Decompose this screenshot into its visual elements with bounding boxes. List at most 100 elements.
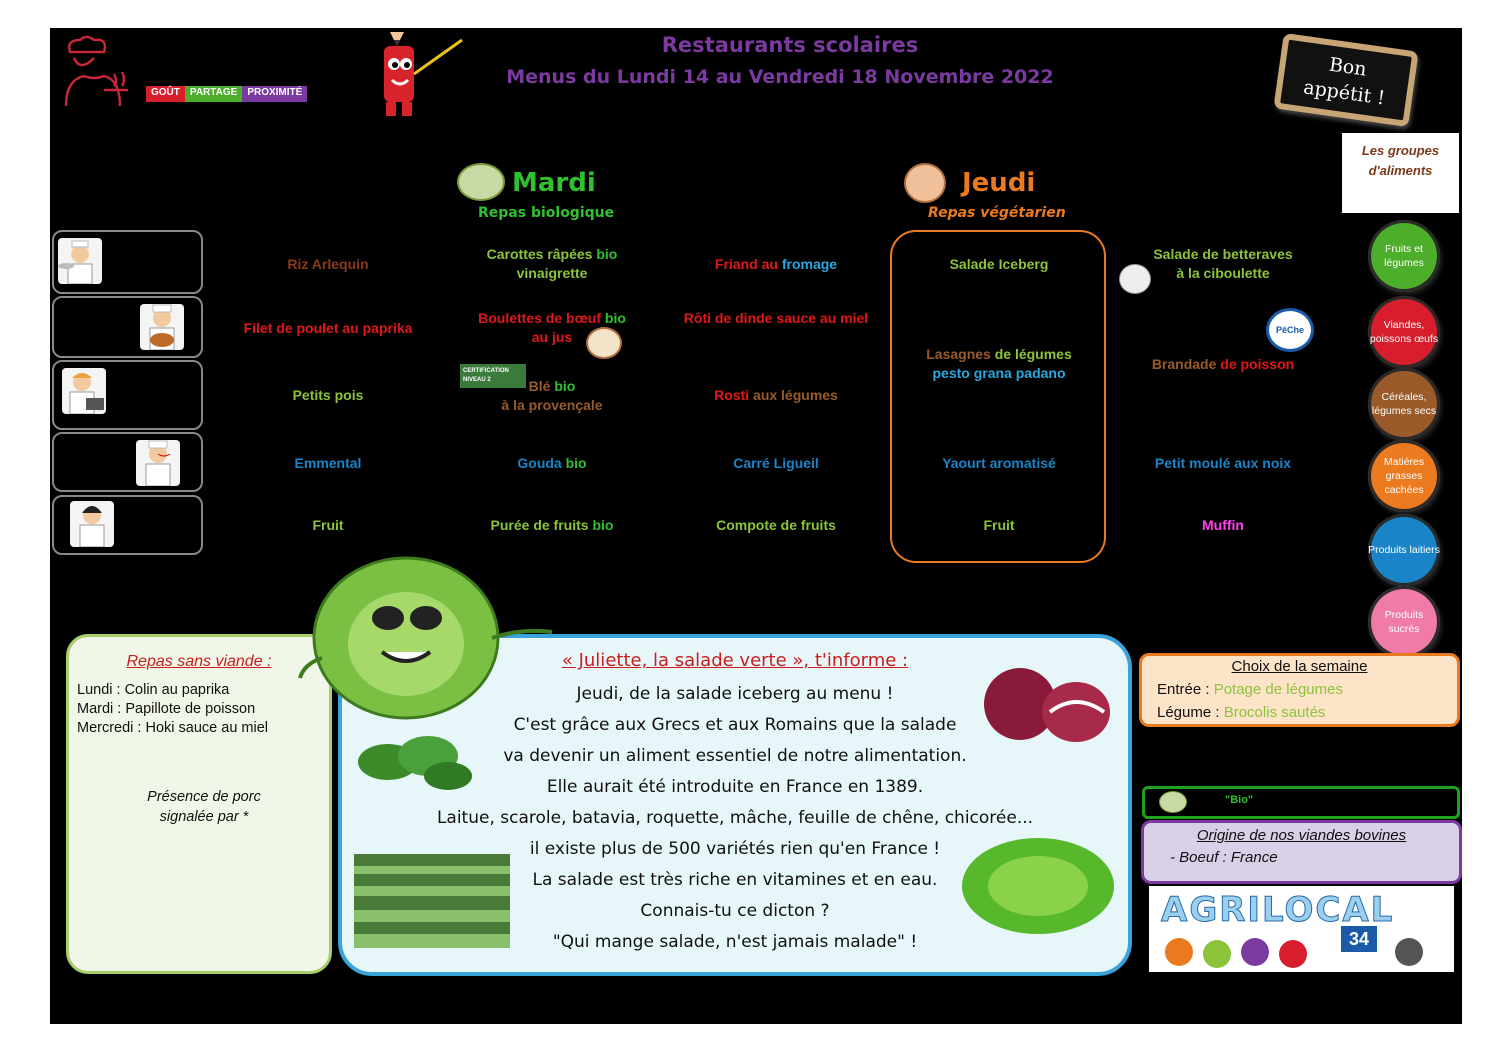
row-icon-legume — [52, 360, 203, 430]
sans-viande-item: Mardi : Papillote de poisson — [77, 700, 268, 719]
sans-viande-panel: Repas sans viande : Lundi : Colin au pap… — [66, 634, 332, 974]
chef-logo-icon — [64, 35, 128, 107]
bon-appetit-sign: Bon appétit ! — [1273, 32, 1419, 128]
bio-tag: bio — [604, 310, 626, 326]
bio-logo-icon — [457, 163, 505, 201]
jeudi-plat-text2: de légumes — [994, 346, 1072, 362]
menu-jeudi-laitage: Yaourt aromatisé — [942, 455, 1056, 471]
choix-title: Choix de la semaine — [1231, 658, 1368, 675]
menu-jeudi-entree: Salade Iceberg — [949, 256, 1049, 272]
tagline-partage: PARTAGE — [184, 86, 243, 102]
peche-logo-icon: PêChe — [1266, 308, 1314, 352]
info-line: C'est grâce aux Grecs et aux Romains que… — [513, 715, 957, 735]
choix-legume-label: Légume : — [1157, 704, 1224, 721]
sans-viande-item: Lundi : Colin au paprika — [77, 681, 268, 700]
sans-viande-day: Mardi : — [77, 701, 126, 717]
mercredi-legume-text2: aux légumes — [753, 387, 838, 403]
sans-viande-dish: Colin au paprika — [124, 682, 230, 698]
mardi-legume-text2: à la provençale — [501, 397, 603, 413]
sans-viande-dish: Papillote de poisson — [125, 701, 256, 717]
label-seal-icon — [1119, 264, 1151, 294]
porc-note: Présence de porc signalée par * — [69, 787, 339, 827]
day-subtitle-jeudi: Repas végétarien — [928, 205, 1066, 221]
group-produits-laitiers: Produits laitiers — [1368, 514, 1440, 586]
sans-viande-item: Mercredi : Hoki sauce au miel — [77, 719, 268, 738]
bio-tag: bio — [592, 517, 614, 533]
certification-label: CERTIFICATION — [463, 368, 509, 374]
menu-mardi-laitage: Gouda bio — [452, 454, 652, 473]
bio-tag: bio — [596, 246, 618, 262]
menu-lundi-entree: Riz Arlequin — [287, 256, 369, 272]
group-matieres-grasses: Matières grasses cachées — [1368, 440, 1440, 512]
row-icon-laitage — [52, 432, 203, 492]
chef-girl-icon — [70, 501, 114, 547]
mardi-dessert-text: Purée de fruits — [490, 517, 593, 533]
label-logo-icon — [586, 327, 622, 359]
row-icon-entree — [52, 230, 203, 294]
radicchio-image — [984, 668, 1110, 742]
tagline: GOÛT PARTAGE PROXIMITÉ — [146, 86, 308, 102]
mardi-plat-text2: au jus — [531, 329, 573, 345]
day-title-jeudi: Jeudi — [962, 168, 1036, 198]
chef-woman-icon — [62, 368, 106, 414]
certification-badge: CERTIFICATION NIVEAU 2 — [460, 364, 526, 388]
menu-mardi-dessert: Purée de fruits bio — [452, 516, 652, 535]
choix-entree-label: Entrée : — [1157, 681, 1214, 698]
row-icon-plat — [52, 296, 203, 358]
row-icon-dessert — [52, 495, 203, 555]
sans-viande-day: Lundi : — [77, 682, 125, 698]
sans-viande-day: Mercredi : — [77, 720, 146, 736]
info-line: Jeudi, de la salade iceberg au menu ! — [576, 684, 894, 704]
mercredi-legume-text: Rosti — [714, 387, 754, 403]
juliette-salad-mascot-icon — [298, 556, 553, 720]
agrilocal-name: AGRILOCAL — [1160, 890, 1395, 931]
vegetables-mascots-icon — [1165, 938, 1423, 968]
bio-legend-label: "Bio" — [1225, 794, 1254, 806]
mardi-entree-text2: vinaigrette — [516, 265, 588, 281]
salade-info-box: « Juliette, la salade verte », t'informe… — [338, 634, 1132, 976]
choix-legume: Légume : Brocolis sautés — [1157, 704, 1325, 721]
jeudi-plat-text3: pesto grana padano — [932, 365, 1066, 381]
group-produits-sucres: Produits sucrés — [1368, 586, 1440, 658]
porc-note-line1: Présence de porc — [147, 789, 261, 805]
mardi-laitage-text: Gouda — [517, 455, 566, 471]
menu-vendredi-entree: Salade de betteraves à la ciboulette — [1123, 245, 1323, 283]
bio-tag: bio — [565, 455, 587, 471]
info-line: va devenir un aliment essentiel de notre… — [503, 746, 967, 766]
tagline-proximite: PROXIMITÉ — [242, 86, 308, 102]
choix-semaine-box: Choix de la semaine Entrée : Potage de l… — [1139, 653, 1460, 727]
pencil-mascot-icon — [384, 32, 463, 116]
salad-field-image — [354, 854, 510, 948]
bio-legend: "Bio" — [1142, 786, 1460, 819]
choix-entree-value: Potage de légumes — [1213, 681, 1343, 698]
info-title: « Juliette, la salade verte », t'informe… — [342, 650, 1128, 671]
menu-lundi-plat: Filet de poulet au paprika — [243, 320, 413, 336]
mardi-plat-text: Boulettes de bœuf — [478, 310, 605, 326]
group-label: Produits laitiers — [1368, 544, 1440, 556]
vendredi-entree-text2: à la ciboulette — [1176, 265, 1270, 281]
mardi-legume-text: Blé — [528, 378, 555, 394]
group-viandes: Viandes, poissons œufs — [1368, 296, 1440, 368]
menu-jeudi-dessert: Fruit — [983, 517, 1015, 533]
vendredi-plat-text: Brandade — [1151, 356, 1221, 372]
group-fruits-legumes: Fruits et légumes — [1368, 220, 1440, 292]
vendredi-entree-text: Salade de betteraves — [1153, 246, 1293, 262]
mercredi-entree-highlight: fromage — [781, 256, 838, 272]
peche-label: PêChe — [1275, 325, 1304, 335]
info-title-text: « Juliette, la salade verte », t'informe… — [561, 650, 909, 671]
sans-viande-dish: Hoki sauce au miel — [145, 720, 269, 736]
page-title: Restaurants scolaires — [661, 33, 919, 57]
menu-mercredi-plat: Rôti de dinde sauce au miel — [683, 310, 869, 326]
menu-mercredi-entree: Friand au fromage — [676, 255, 876, 274]
chef-waiter-icon — [58, 238, 102, 284]
chef-cheese-icon — [136, 440, 180, 486]
certification-level: NIVEAU 2 — [463, 377, 491, 383]
porc-note-line2: signalée par * — [159, 809, 249, 825]
origine-line: - Boeuf : France — [1170, 849, 1278, 866]
group-label: Céréales, légumes secs — [1371, 391, 1437, 417]
menu-vendredi-laitage: Petit moulé aux noix — [1154, 455, 1292, 471]
menu-mercredi-dessert: Compote de fruits — [716, 517, 836, 533]
info-line: La salade est très riche en vitamines et… — [532, 870, 938, 890]
